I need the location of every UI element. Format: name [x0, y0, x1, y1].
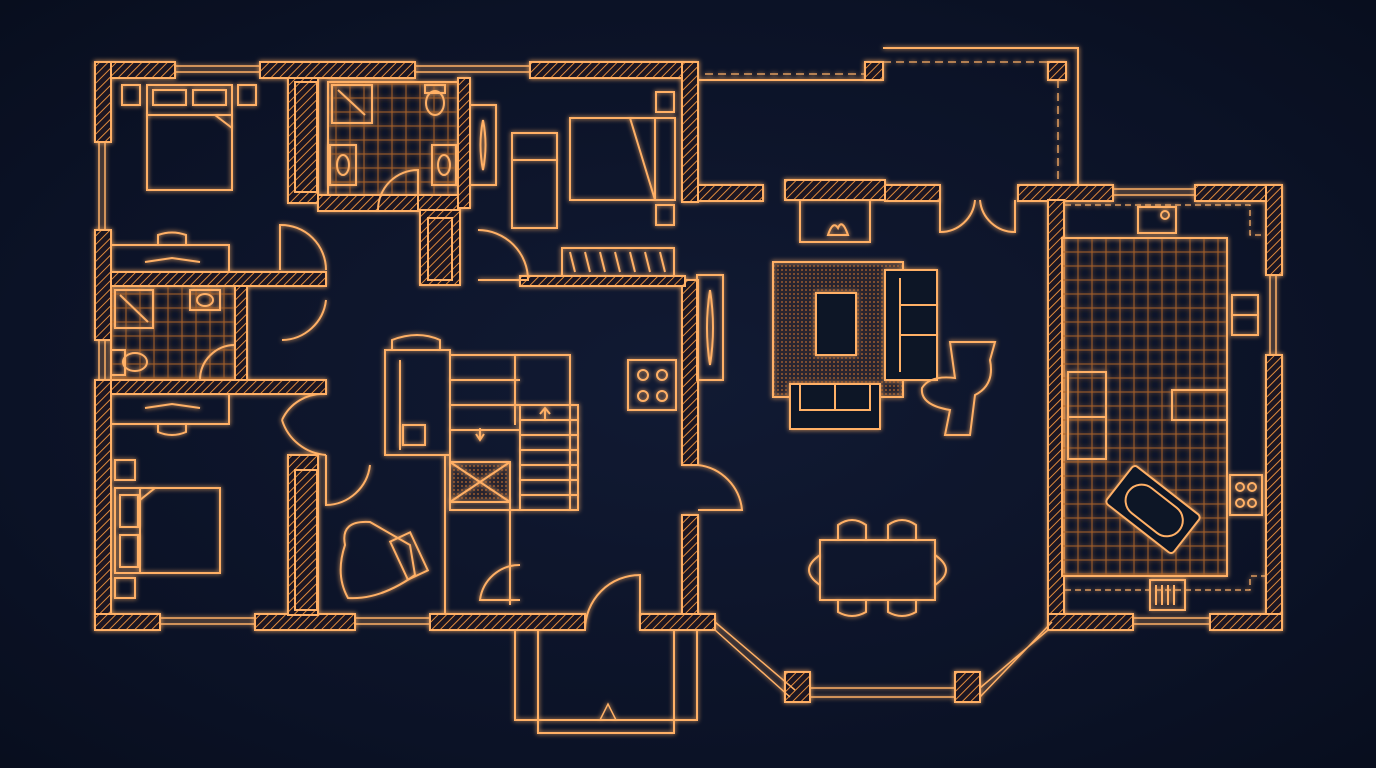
bathroom-left	[110, 285, 236, 381]
entrance	[514, 573, 698, 734]
kitchen	[1061, 204, 1265, 611]
piano	[339, 520, 430, 600]
hall-doors	[279, 223, 744, 601]
cooktop	[627, 359, 677, 411]
living-room	[696, 199, 1016, 436]
dining-table	[808, 519, 947, 617]
bedroom-top-left	[110, 84, 257, 273]
windows	[98, 65, 1277, 698]
walls	[94, 61, 1283, 703]
porch	[697, 47, 1079, 185]
stairs	[384, 334, 579, 615]
bedroom-bottom-left	[110, 393, 318, 611]
bedroom-top-right	[427, 91, 676, 281]
bathroom-top	[294, 81, 459, 211]
